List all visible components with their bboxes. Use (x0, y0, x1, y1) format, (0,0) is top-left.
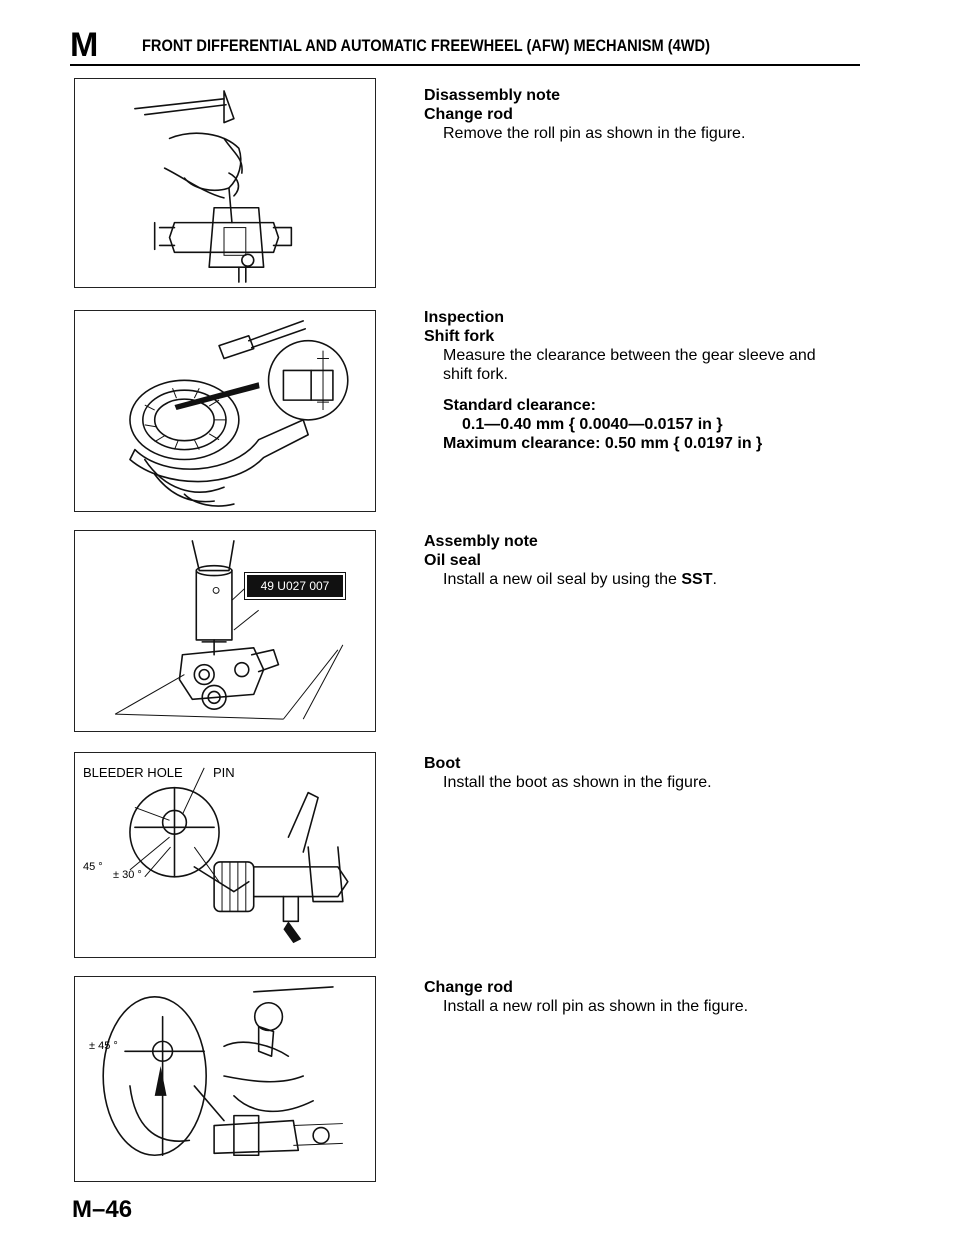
section-disassembly-change-rod: Disassembly note Change rod Remove the r… (424, 86, 894, 143)
figure-shift-fork-inspection (74, 310, 376, 512)
figure-install-roll-pin-drawing (102, 986, 343, 1157)
label-pin: PIN (213, 765, 235, 780)
spec-value: 0.1—0.40 mm { 0.0040—0.0157 in } (462, 416, 723, 433)
label-angle-30: ± 30 ° (113, 869, 142, 881)
spec-max: Maximum clearance: 0.50 mm { 0.0197 in } (443, 435, 763, 452)
label-angle-45: 45 ° (83, 861, 103, 873)
section-letter: M (70, 26, 98, 64)
subsection-heading: Shift fork (424, 328, 495, 345)
body-prefix: Install a new oil seal by using the (443, 571, 682, 588)
page-header: M FRONT DIFFERENTIAL AND AUTOMATIC FREEW… (70, 26, 860, 64)
figure-install-roll-pin: ± 45 ° (74, 976, 376, 1182)
section-heading: Change rod (424, 979, 513, 996)
figure-remove-roll-pin (74, 78, 376, 288)
figure-oil-seal-drawing (114, 540, 344, 720)
subsection-heading: Oil seal (424, 552, 481, 569)
page-title: FRONT DIFFERENTIAL AND AUTOMATIC FREEWHE… (142, 36, 710, 55)
section-boot: Boot Install the boot as shown in the fi… (424, 754, 894, 792)
figure-oil-seal-install: 49 U027 007 (74, 530, 376, 732)
figure-remove-roll-pin-drawing (134, 90, 293, 283)
body-suffix: . (712, 571, 717, 588)
header-divider (70, 64, 860, 66)
section-body: Install the boot as shown in the figure. (443, 774, 712, 791)
section-heading: Inspection (424, 309, 505, 326)
body-sst: SST (681, 571, 713, 588)
section-change-rod-install: Change rod Install a new roll pin as sho… (424, 978, 894, 1016)
figure-shift-fork-drawing (129, 320, 349, 507)
section-heading: Assembly note (424, 533, 538, 550)
subsection-heading: Change rod (424, 106, 513, 123)
section-body-line1: Measure the clearance between the gear s… (443, 347, 816, 364)
figure-boot-drawing (129, 767, 349, 944)
page-number: M–46 (72, 1196, 133, 1223)
section-body: Install a new roll pin as shown in the f… (443, 998, 749, 1015)
label-bleeder-hole: BLEEDER HOLE (83, 765, 183, 780)
figure-boot-install: BLEEDER HOLE PIN 45 ° ± 30 ° (74, 752, 376, 958)
section-heading: Disassembly note (424, 87, 561, 104)
spec-label: Standard clearance: (443, 397, 596, 414)
section-body-line2: shift fork. (443, 366, 508, 383)
section-assembly-oil-seal: Assembly note Oil seal Install a new oil… (424, 532, 894, 589)
sst-number-tag: 49 U027 007 (244, 572, 346, 600)
label-roll-pin-angle: ± 45 ° (89, 1040, 118, 1052)
section-inspection-shift-fork: Inspection Shift fork Measure the cleara… (424, 308, 894, 453)
section-body: Remove the roll pin as shown in the figu… (443, 125, 746, 142)
section-heading: Boot (424, 755, 461, 772)
section-body: Install a new oil seal by using the SST. (424, 570, 894, 589)
